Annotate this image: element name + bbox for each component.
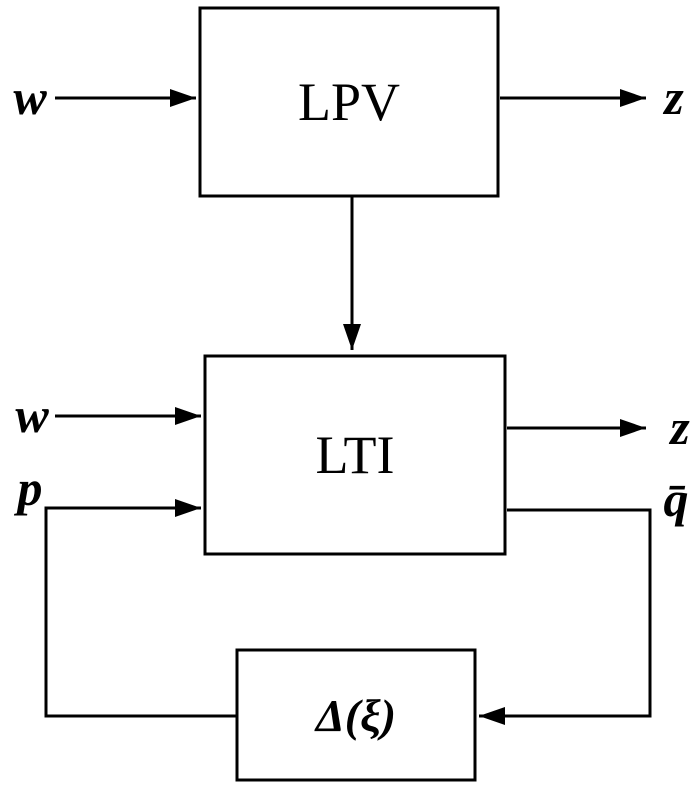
signal-label-q-bar: q̄ xyxy=(664,471,689,527)
delta-block xyxy=(235,648,477,782)
feedback-q-path-lti-to-delta xyxy=(479,508,652,725)
signal-label-p: p xyxy=(14,460,43,516)
lpv-block-label: LPV xyxy=(298,72,400,132)
signal-label-z-mid: z xyxy=(668,399,690,455)
lti-block-label: LTI xyxy=(316,425,395,485)
lti-block xyxy=(203,354,507,556)
signal-label-w-mid: w xyxy=(15,387,49,443)
delta-block-label: Δ(ξ) xyxy=(314,690,396,741)
signal-label-z-top: z xyxy=(662,69,684,125)
feedback-p-path-delta-to-lti xyxy=(44,499,237,718)
signal-label-w-top: w xyxy=(13,69,47,125)
lpv-block xyxy=(198,6,500,198)
